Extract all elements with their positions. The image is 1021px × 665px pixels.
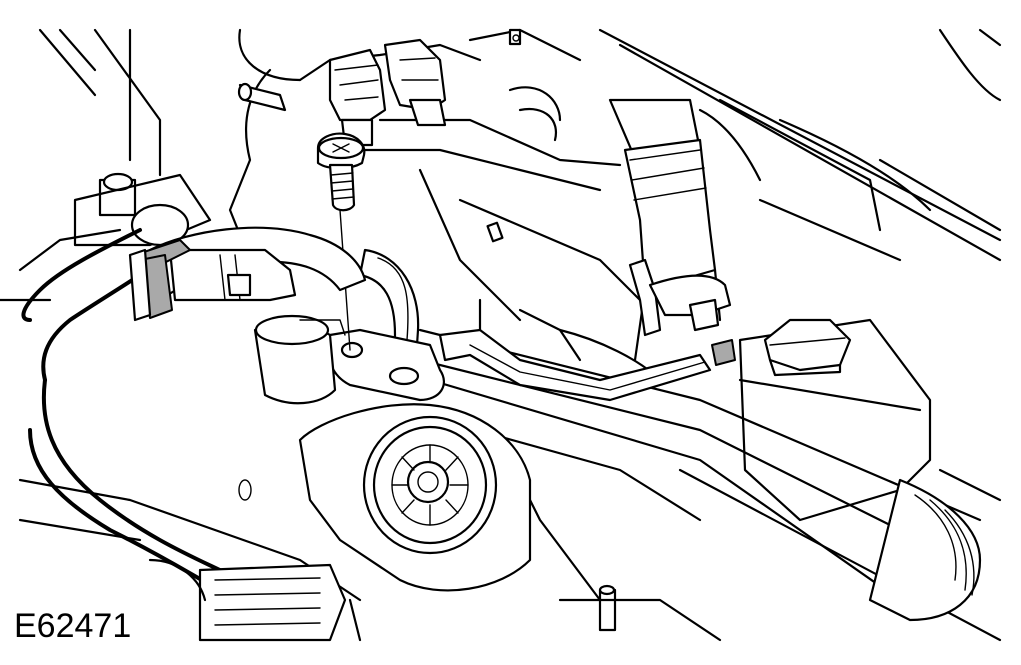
- stud-top-left: [73, 82, 287, 247]
- electrical-connectors: [328, 38, 447, 147]
- figure-id-label: E62471: [14, 606, 134, 646]
- steering-rack: [418, 308, 982, 622]
- lower-components: [148, 558, 722, 642]
- coolant-hose-vertical: [608, 98, 736, 366]
- bracket-bolt: [316, 132, 366, 351]
- pinion-housing: [238, 403, 532, 592]
- fluid-line-assembly: [253, 248, 712, 405]
- engine-block: [228, 28, 902, 342]
- mounting-bolt-right: [738, 318, 932, 522]
- return-hose: [21, 226, 367, 592]
